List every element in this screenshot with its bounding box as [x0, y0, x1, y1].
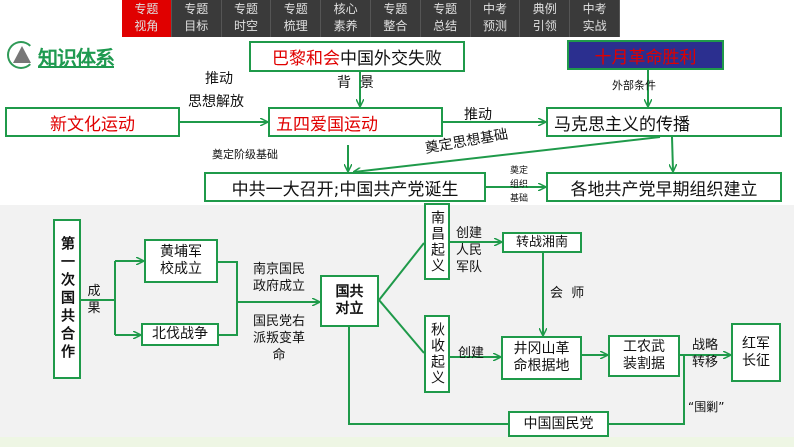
label-background: 背 景 [337, 75, 374, 91]
xiangnan-box: 转战湘南 [502, 232, 582, 253]
nav-label: 梳理 [283, 19, 308, 33]
whampoa-label: 黄埔军校成立 [160, 244, 202, 277]
label-create-army: 创建人民军队 [456, 226, 483, 275]
label-join-forces: 会 师 [550, 286, 585, 301]
label-org-basis: 奠定组织基础 [510, 164, 528, 206]
line-opposition-to-nanchang [378, 242, 425, 301]
label-external: 外部条件 [612, 79, 656, 92]
pyramid-icon [13, 46, 31, 63]
local-parties-label: 各地共产党早期组织建立 [570, 179, 758, 200]
first-coop-label: 第一次国共合作 [59, 236, 75, 362]
arrow-marxism-to-local [672, 136, 673, 171]
label-org-1: 奠定 [510, 166, 529, 176]
bottom-strip [0, 437, 794, 447]
first-coop-box: 第一次国共合作 [53, 219, 81, 379]
long-march-box: 红军长征 [731, 323, 781, 382]
autumn-label: 秋收起义 [429, 322, 445, 386]
nav-label: 整合 [383, 19, 408, 33]
nav-tab-topic-view[interactable]: 专题视角 [122, 0, 172, 37]
new-culture-box: 新文化运动 [5, 107, 180, 137]
ring-icon [7, 41, 35, 69]
nav-label: 预测 [482, 19, 507, 33]
autumn-harvest-box: 秋收起义 [424, 315, 450, 393]
cpc-founding-box: 中共一大召开;中国共产党诞生 [204, 172, 486, 202]
marxism-box: 马克思主义的传播 [546, 107, 782, 137]
nav-label: 中考 [582, 2, 607, 16]
nav-tab-core-literacy[interactable]: 核心素养 [321, 0, 371, 37]
may-fourth-box: 五四爱国运动 [268, 107, 443, 137]
cpc-founding-label: 中共一大召开;中国共产党诞生 [231, 179, 459, 200]
nav-label: 引领 [532, 19, 557, 33]
label-push-2: 推动 [464, 107, 492, 123]
armed-separatism-box: 工农武装割据 [608, 335, 680, 377]
nav-label: 专题 [184, 2, 209, 16]
northern-label: 北伐战争 [152, 326, 208, 342]
nav-label: 中考 [482, 2, 507, 16]
nav-label: 视角 [134, 19, 159, 33]
label-create: 创建 [458, 346, 485, 361]
jinggangshan-label: 井冈山革命根据地 [513, 341, 570, 374]
label-class-basis: 奠定阶级基础 [212, 148, 278, 161]
kmt-label: 中国国民党 [523, 415, 594, 432]
nav-label: 专题 [433, 2, 458, 16]
jinggangshan-box: 井冈山革命根据地 [501, 336, 582, 380]
line-opposition-to-autumn [378, 299, 425, 354]
nanchang-uprising-box: 南昌起义 [424, 203, 450, 280]
nav-tab-topic-goal[interactable]: 专题目标 [171, 0, 222, 37]
local-parties-box: 各地共产党早期组织建立 [546, 172, 782, 202]
october-label: 十月革命胜利 [594, 47, 697, 68]
section-logo: 知识体系 [5, 40, 128, 72]
nav-tab-topic-summary[interactable]: 专题总结 [420, 0, 471, 37]
paris-label: 巴黎和会 [272, 49, 340, 69]
label-liberation: 思想解放 [188, 94, 244, 110]
paris-conference-box: 巴黎和会中国外交失败 [249, 41, 465, 72]
nav-label: 专题 [283, 2, 308, 16]
line-kmt-encircle [609, 355, 685, 425]
label-encirclement: “围剿” [688, 400, 725, 414]
nav-label: 实战 [582, 19, 607, 33]
may-fourth-label: 五四爱国运动 [276, 114, 378, 135]
diplomatic-failure-label: 中国外交失败 [340, 49, 442, 69]
nav-label: 专题 [134, 2, 159, 16]
northern-expedition-box: 北伐战争 [141, 323, 219, 346]
nav-bar: 专题视角 专题目标 专题时空 专题梳理 核心素养 专题整合 专题总结 中考预测 … [122, 0, 620, 37]
whampoa-box: 黄埔军校成立 [144, 239, 218, 283]
label-betrayal: 国民党右派叛变革命 [252, 314, 305, 363]
nav-label: 典例 [532, 2, 557, 16]
nav-tab-topic-outline[interactable]: 专题梳理 [271, 0, 322, 37]
nav-label: 核心 [333, 2, 358, 16]
nav-label: 时空 [233, 19, 258, 33]
kmt-box: 中国国民党 [508, 411, 609, 437]
marxism-label: 马克思主义的传播 [554, 114, 690, 135]
label-nanjing: 南京国民政府成立 [252, 262, 305, 294]
long-march-label: 红军长征 [742, 335, 770, 369]
nav-tab-examples[interactable]: 典例引领 [520, 0, 571, 37]
october-revolution-box: 十月革命胜利 [567, 40, 724, 70]
opposition-label: 国共对立 [335, 284, 364, 317]
nav-label: 专题 [233, 2, 258, 16]
line-opposition-to-kmt [348, 327, 508, 425]
nav-tab-exam-forecast[interactable]: 中考预测 [470, 0, 521, 37]
label-strategic-transfer: 战略转移 [691, 338, 718, 370]
section-title: 知识体系 [38, 46, 115, 70]
line-merge [218, 261, 238, 336]
armed-label: 工农武装割据 [623, 339, 665, 372]
arrow-marxism-to-cpc [354, 136, 661, 172]
kmt-cpc-opposition-box: 国共对立 [320, 275, 379, 327]
label-org-3: 基础 [510, 194, 529, 204]
nav-label: 专题 [383, 2, 408, 16]
label-org-2: 组织 [510, 180, 529, 190]
nav-tab-topic-spacetime[interactable]: 专题时空 [221, 0, 272, 37]
label-push-1: 推动 [205, 71, 233, 87]
xiangnan-label: 转战湘南 [515, 235, 568, 250]
nav-tab-topic-integration[interactable]: 专题整合 [370, 0, 421, 37]
nav-tab-exam-practice[interactable]: 中考实战 [570, 0, 620, 37]
nav-label: 总结 [433, 19, 458, 33]
nav-label: 素养 [333, 19, 358, 33]
label-result: 成果 [87, 284, 101, 316]
new-culture-label: 新文化运动 [50, 114, 135, 135]
nav-label: 目标 [184, 19, 209, 33]
nanchang-label: 南昌起义 [429, 209, 445, 274]
